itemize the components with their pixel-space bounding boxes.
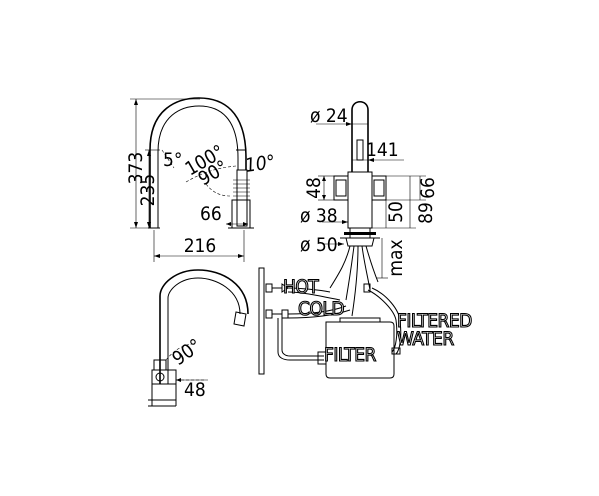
- installation-schematic: [258, 267, 402, 379]
- lower-angle-90: 90°: [168, 335, 205, 370]
- cabinet-wall: [258, 267, 265, 375]
- lower-dim-48: 48: [184, 379, 206, 401]
- spout-head: [236, 169, 248, 227]
- label-water: WATER: [397, 328, 454, 350]
- dim-diameter-24: ø 24: [310, 105, 348, 127]
- dim-66-front: 66: [417, 177, 439, 199]
- angle-5: 5°: [163, 149, 182, 171]
- lower-view: 90° 48: [148, 269, 249, 407]
- spout-outer: [149, 97, 247, 228]
- label-cold: COLD: [298, 298, 344, 320]
- filter-cartridge: [325, 321, 395, 379]
- dim-max: max: [385, 239, 407, 276]
- dim-235: 235: [137, 174, 159, 207]
- side-view: 373 235 216 5° 100° 90° 10° 66: [125, 97, 277, 262]
- front-body: [347, 171, 373, 229]
- spout-grip: [233, 179, 250, 197]
- dim-diameter-38: ø 38: [300, 205, 338, 227]
- dim-216: 216: [184, 235, 217, 257]
- cold-valve: [265, 309, 289, 319]
- dim-373: 373: [125, 152, 147, 185]
- dim-50: 50: [385, 201, 407, 223]
- dim-diameter-50: ø 50: [300, 234, 338, 256]
- lower-spout-outer: [159, 269, 249, 384]
- label-filtered: FILTERED: [397, 310, 472, 332]
- dim-89: 89: [415, 202, 437, 224]
- lower-spout-inner: [167, 277, 241, 384]
- hot-valve: [265, 283, 289, 293]
- dim-48-front: 48: [303, 177, 325, 199]
- dim-66-side: 66: [200, 203, 222, 225]
- label-hot: HOT: [283, 276, 319, 298]
- label-filter: FILTER: [324, 344, 377, 366]
- front-view: ø 24 141 48 66 89 50 ø 38 ø 50: [300, 100, 439, 317]
- dim-141: 141: [366, 139, 399, 161]
- angle-10: 10°: [244, 151, 277, 177]
- front-spout: [351, 100, 369, 172]
- spout-inner: [157, 105, 239, 228]
